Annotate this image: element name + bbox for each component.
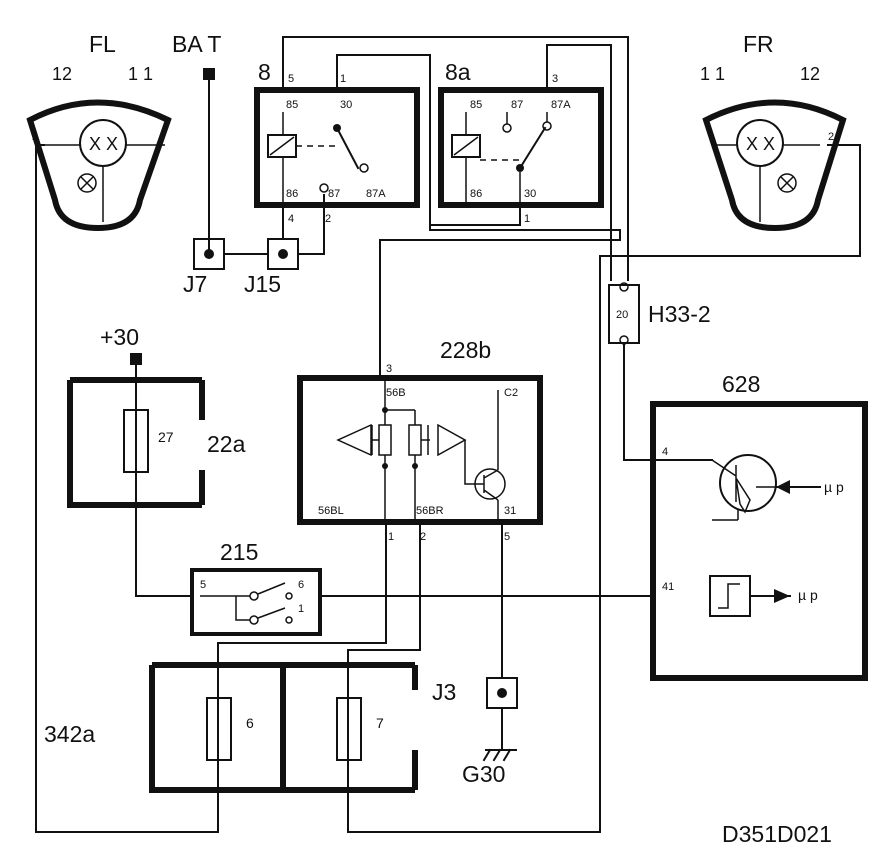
relay8a-pin-87a: 87A <box>551 99 571 111</box>
relay8a-wire-3: 3 <box>552 73 558 85</box>
svg-text:X X: X X <box>746 134 775 154</box>
module-228b-label: 228b <box>440 337 491 363</box>
switch-215-label: 215 <box>220 539 258 565</box>
switch-215: 215 5 6 1 <box>190 539 322 636</box>
module-22a: 27 22a <box>67 377 246 508</box>
mu-p-output-1: µ p <box>824 479 844 495</box>
plus30-label: +30 <box>100 324 139 350</box>
relay8-wire-5: 5 <box>288 73 294 85</box>
fl-pin11: 1 1 <box>128 64 153 84</box>
switch-215-pin-1: 1 <box>298 603 304 615</box>
relay8-wire-2: 2 <box>325 213 331 225</box>
relay8a-pin-30: 30 <box>524 188 536 200</box>
mu-p-output-2: µ p <box>798 587 818 603</box>
module-628-pin-4: 4 <box>662 446 668 458</box>
fuse-27-label: 27 <box>158 429 174 445</box>
module-628: 628 4 41 µ p µ p <box>650 371 868 681</box>
fl-label: FL <box>89 31 116 57</box>
h33-pin-20: 20 <box>616 309 628 321</box>
module-228b: 228b 3 56B C2 56BL 56BR 31 1 2 5 <box>297 337 543 543</box>
module-228b-pin-c2: C2 <box>504 387 518 399</box>
fl-pin12: 12 <box>52 64 72 84</box>
relay8-wire-4: 4 <box>288 213 294 225</box>
connector-h33-2: 20 H33-2 <box>608 282 711 345</box>
relay8-pin-87: 87 <box>328 188 340 200</box>
relay8a-pin-87: 87 <box>511 99 523 111</box>
relay8-pin-86: 86 <box>286 188 298 200</box>
relay8a-pin-86: 86 <box>470 188 482 200</box>
relay8a-pin-85: 85 <box>470 99 482 111</box>
relay8a-wire-1: 1 <box>524 213 530 225</box>
fr-pin2: 2 <box>828 131 834 143</box>
relay8-pin-85: 85 <box>286 99 298 111</box>
junction-j15: J15 <box>244 238 299 297</box>
fr-pin12: 12 <box>800 64 820 84</box>
relay-8a: 8a 3 85 87 87A 86 30 1 <box>438 59 604 225</box>
bat-label: BA T <box>172 31 221 57</box>
fuse-block-6-7: 6 7 <box>149 662 418 793</box>
module-628-label: 628 <box>722 371 760 397</box>
relay8a-label: 8a <box>445 59 471 85</box>
plus30-terminal <box>130 353 142 365</box>
module-228b-pin-56b: 56B <box>386 387 406 399</box>
module-228b-wire-5: 5 <box>504 531 510 543</box>
fl-pin2: 2 <box>32 131 38 143</box>
relay8-wire-1: 1 <box>340 73 346 85</box>
fuse-7-label: 7 <box>376 715 384 731</box>
switch-215-pin-6: 6 <box>298 579 304 591</box>
relay8-pin-87a: 87A <box>366 188 386 200</box>
svg-text:X X: X X <box>89 134 118 154</box>
diagram-code: D351D021 <box>722 821 832 847</box>
module-228b-pin-31: 31 <box>504 505 516 517</box>
switch-215-pin-5: 5 <box>200 579 206 591</box>
module-228b-wire-2: 2 <box>420 531 426 543</box>
relay8-label: 8 <box>258 59 271 85</box>
fr-pin11: 1 1 <box>700 64 725 84</box>
bat-terminal <box>203 68 215 80</box>
module-228b-wire-1: 1 <box>388 531 394 543</box>
module-22a-label: 22a <box>207 431 246 457</box>
junction-j3: J3 <box>432 677 518 709</box>
relay-8: 8 5 1 85 30 86 87 87A 4 2 <box>254 59 420 225</box>
module-628-pin-41: 41 <box>662 581 674 593</box>
junction-j7: J7 <box>183 238 225 297</box>
module-228b-wire-3: 3 <box>386 363 392 375</box>
module-228b-pin-56br: 56BR <box>416 505 444 517</box>
j3-label: J3 <box>432 679 456 705</box>
j7-label: J7 <box>183 271 207 297</box>
h33-label: H33-2 <box>648 301 711 327</box>
module-228b-pin-56bl: 56BL <box>318 505 344 517</box>
module-342a-label: 342a <box>44 721 95 747</box>
relay8-pin-30: 30 <box>340 99 352 111</box>
fuse-6-label: 6 <box>246 715 254 731</box>
g30-label: G30 <box>462 761 505 787</box>
headlamp-fl: X X FL 12 1 1 2 <box>26 31 172 232</box>
headlamp-fr: X X FR 1 1 12 2 <box>700 31 847 232</box>
fr-label: FR <box>743 31 774 57</box>
j15-label: J15 <box>244 271 281 297</box>
